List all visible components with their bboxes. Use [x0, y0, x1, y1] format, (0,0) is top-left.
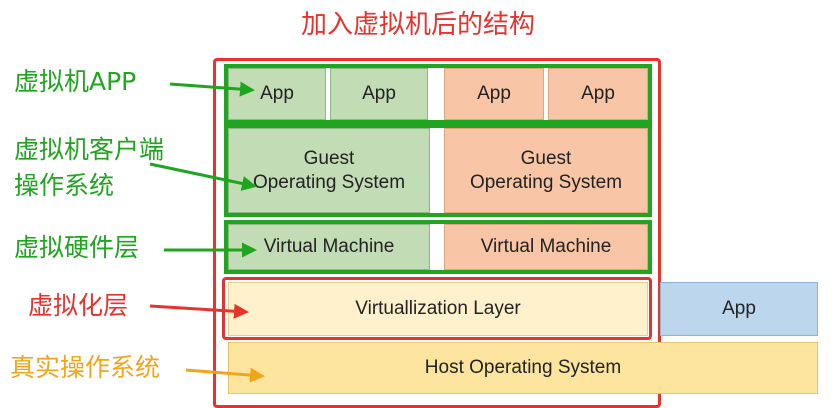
label-host-os: 真实操作系统 — [10, 353, 161, 382]
label-vm-guest-os-line1: 虚拟机客户端 — [14, 135, 165, 164]
diagram-title: 加入虚拟机后的结构 — [300, 10, 535, 40]
guest-os-block-2-line1: Guest — [520, 147, 572, 169]
label-virtualization-layer: 虚拟化层 — [28, 291, 129, 320]
host-os-block: Host Operating System — [228, 342, 818, 394]
guest-os-block-1-line2: Operating System — [252, 171, 406, 193]
host-app-block: App — [660, 282, 818, 336]
guest-os-highlight — [224, 124, 652, 217]
guest-os-block-1: Guest Operating System — [228, 128, 430, 213]
app-block-2: App — [330, 68, 428, 120]
app-block-4: App — [548, 68, 648, 120]
guest-os-block-2: Guest Operating System — [444, 128, 648, 213]
arrow-virtualization-layer — [149, 303, 249, 319]
virtualization-layer-block: Virtuallization Layer — [228, 282, 648, 336]
guest-os-block-2-line2: Operating System — [469, 171, 623, 193]
virtualization-layer-highlight — [222, 277, 652, 340]
virtual-machine-block-2: Virtual Machine — [444, 224, 648, 270]
arrow-vm-app — [169, 81, 255, 97]
label-virtual-hardware: 虚拟硬件层 — [14, 233, 140, 262]
virtual-hardware-highlight — [224, 220, 652, 274]
app-block-3: App — [444, 68, 544, 120]
label-vm-app: 虚拟机APP — [14, 67, 137, 96]
label-vm-guest-os-line2: 操作系统 — [14, 171, 115, 200]
arrow-guest-os — [149, 162, 257, 191]
vm-app-highlight — [224, 64, 652, 124]
virtual-machine-block-1: Virtual Machine — [228, 224, 430, 270]
arrow-host-os — [185, 367, 265, 383]
guest-os-block-1-line1: Guest — [303, 147, 355, 169]
